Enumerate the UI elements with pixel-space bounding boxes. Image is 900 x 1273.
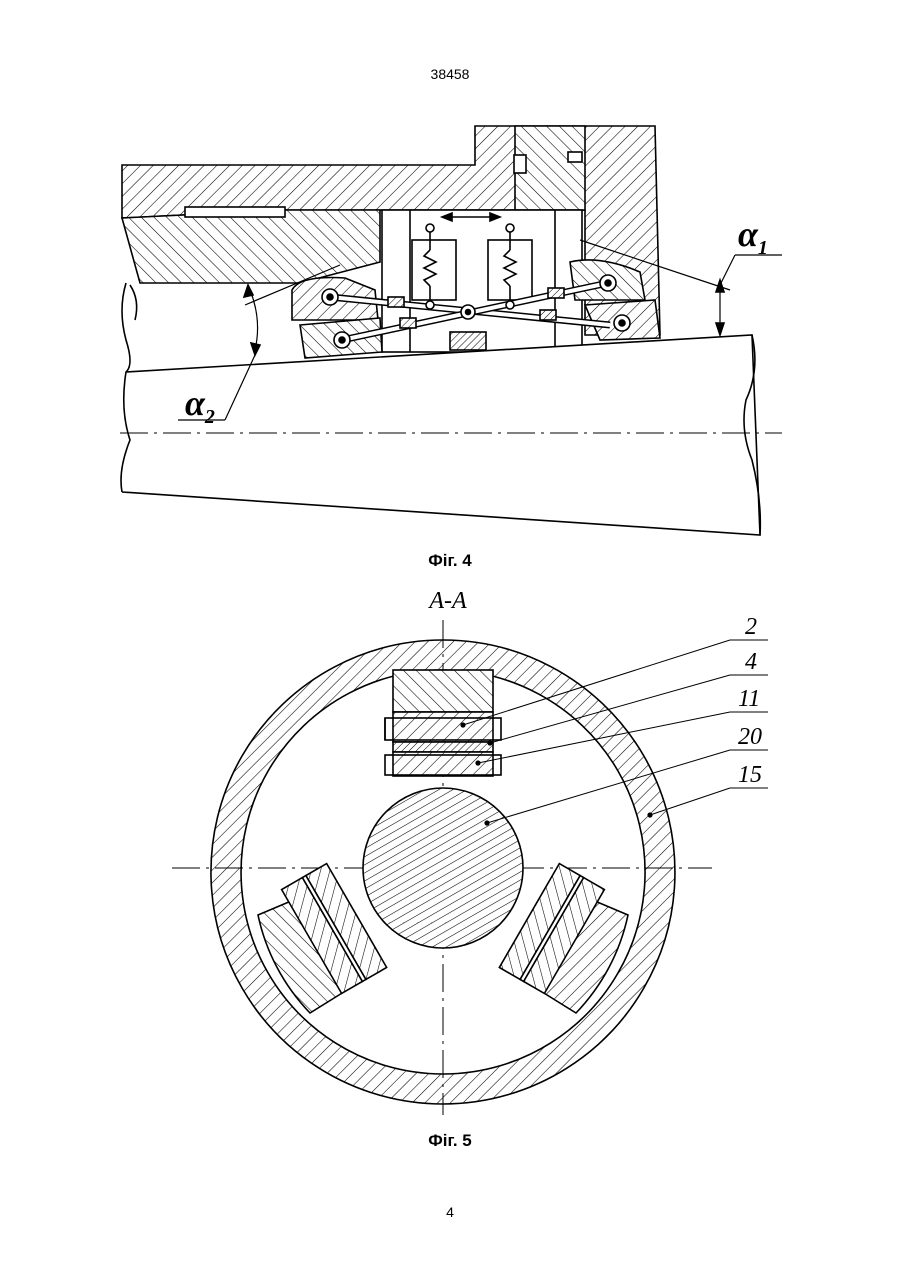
- callout-20: 20: [738, 724, 762, 750]
- figure-5-drawing: [172, 620, 768, 1115]
- tapered-bar: [122, 335, 760, 535]
- part-4: [393, 742, 493, 752]
- part-20-rod: [363, 788, 523, 948]
- callout-11: 11: [738, 686, 760, 712]
- page-number: 4: [0, 1204, 900, 1220]
- callout-15: 15: [738, 762, 762, 788]
- cover-key-2: [568, 152, 582, 162]
- spring-cup-left: [412, 240, 456, 300]
- inner-housing: [122, 210, 380, 283]
- callout-2: 2: [745, 614, 757, 640]
- figure-5-caption: Фіг. 5: [0, 1131, 900, 1151]
- section-label: A-A: [427, 588, 467, 614]
- leader-20: [487, 750, 730, 823]
- alpha1-label: α1: [738, 214, 768, 259]
- figure-4-caption: Фіг. 4: [0, 551, 900, 571]
- center-pad: [450, 332, 486, 350]
- cover-key: [514, 155, 526, 173]
- part-2: [393, 712, 493, 742]
- figure-4-drawing: [120, 126, 782, 535]
- alpha2-arc: [250, 290, 258, 350]
- callout-4: 4: [745, 649, 757, 675]
- top-housing-block: [393, 670, 493, 712]
- housing-slot: [185, 207, 285, 217]
